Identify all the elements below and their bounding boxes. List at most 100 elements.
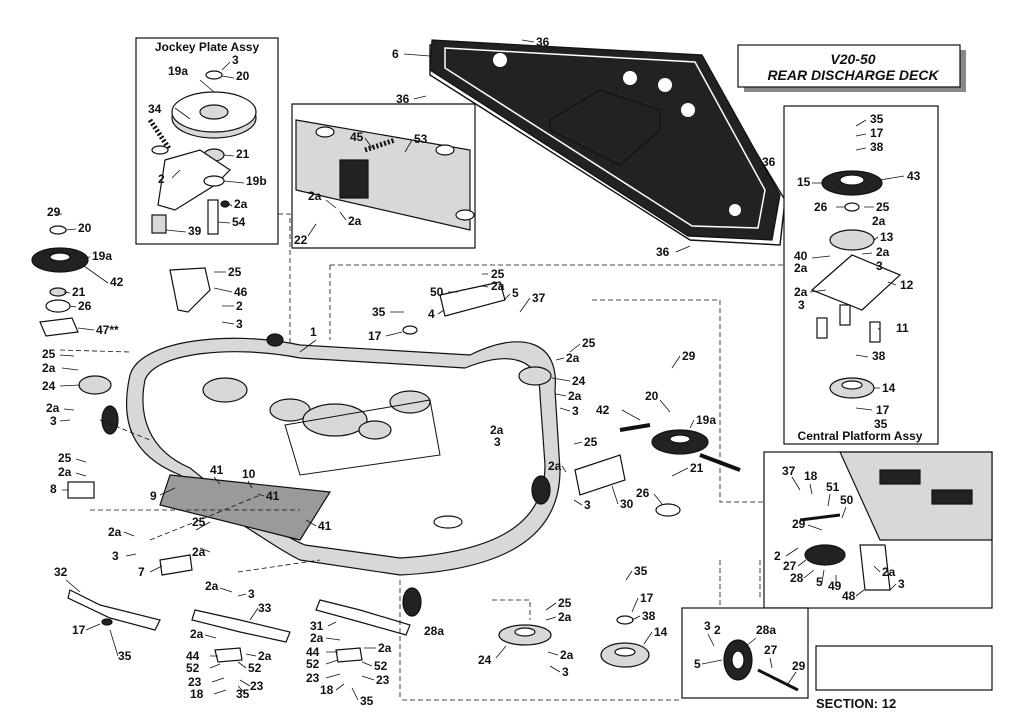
callout-2a: 2a: [190, 627, 204, 641]
callout-33: 33: [258, 601, 272, 615]
title-line1: V20-50: [830, 51, 875, 67]
callout-2a: 2a: [58, 465, 72, 479]
callout-3: 3: [572, 404, 579, 418]
callout-49: 49: [828, 579, 842, 593]
callout-2a: 2a: [548, 459, 562, 473]
callout-2a: 2a: [876, 245, 890, 259]
callout-23: 23: [188, 675, 202, 689]
callout-2a: 2a: [882, 565, 896, 579]
callout-3: 3: [876, 259, 883, 273]
callout-24: 24: [42, 379, 56, 393]
callout-18: 18: [190, 687, 204, 701]
callout-36: 36: [396, 92, 410, 106]
callout-2a: 2a: [310, 631, 324, 645]
callout-2a: 2a: [872, 214, 886, 228]
callout-23: 23: [376, 673, 390, 687]
callout-3: 3: [798, 298, 805, 312]
callout-52: 52: [374, 659, 388, 673]
callout-17: 17: [72, 623, 86, 637]
callout-2a: 2a: [308, 189, 322, 203]
callout-6: 6: [392, 47, 399, 61]
callout-35: 35: [874, 417, 888, 431]
callout-29: 29: [792, 659, 806, 673]
callout-25: 25: [491, 267, 505, 281]
jockey-plate-title: Jockey Plate Assy: [155, 40, 260, 54]
callout-31: 31: [310, 619, 324, 633]
wheel-detail-inset: 3 2 28a 5 27 29: [681, 607, 809, 699]
title-line2: REAR DISCHARGE DECK: [767, 67, 939, 83]
callout-2a: 2a: [558, 610, 572, 624]
callout-44: 44: [186, 649, 200, 663]
callout-1: 1: [310, 325, 317, 339]
callout-47: 47**: [96, 323, 119, 337]
title-box: V20-50 REAR DISCHARGE DECK: [737, 44, 966, 92]
callout-3: 3: [232, 53, 239, 67]
bracket-part: [339, 159, 369, 199]
callout-29: 29: [792, 517, 806, 531]
left-parts: 29 20 19a 42 21 26 47** 25 46 2 3 25 2a …: [31, 205, 248, 499]
callout-2a: 2a: [491, 279, 505, 293]
callout-14: 14: [882, 381, 896, 395]
callout-41: 41: [266, 489, 280, 503]
callout-29: 29: [47, 205, 61, 219]
central-platform-inset: Central Platform Assy 35 17 38 15 43 26 …: [783, 105, 939, 445]
callout-39: 39: [188, 224, 202, 238]
callout-10: 10: [242, 467, 256, 481]
callout-17: 17: [368, 329, 382, 343]
callout-41: 41: [210, 463, 224, 477]
callout-53: 53: [414, 132, 428, 146]
baffle-part: [574, 454, 626, 496]
callout-54: 54: [232, 215, 246, 229]
callout-28a: 28a: [756, 623, 776, 637]
callout-38: 38: [872, 349, 886, 363]
callout-23: 23: [306, 671, 320, 685]
callout-35: 35: [870, 112, 884, 126]
callout-37: 37: [782, 464, 796, 478]
callout-2: 2: [236, 299, 243, 313]
callout-15: 15: [797, 175, 811, 189]
callout-3: 3: [494, 435, 501, 449]
callout-26: 26: [78, 299, 92, 313]
callout-26: 26: [636, 486, 650, 500]
callout-21: 21: [236, 147, 250, 161]
callout-19a: 19a: [696, 413, 716, 427]
callout-45: 45: [350, 130, 364, 144]
callout-23: 23: [250, 679, 264, 693]
callout-2a: 2a: [205, 579, 219, 593]
callout-50: 50: [430, 285, 444, 299]
callout-27: 27: [783, 559, 797, 573]
callout-42: 42: [110, 275, 124, 289]
callout-2a: 2a: [258, 649, 272, 663]
callout-25: 25: [876, 200, 890, 214]
callout-25: 25: [584, 435, 598, 449]
callout-3: 3: [562, 665, 569, 679]
callout-2a: 2a: [794, 285, 808, 299]
callout-19a: 19a: [168, 64, 188, 78]
callout-7: 7: [138, 565, 145, 579]
callout-36: 36: [656, 245, 670, 259]
callout-25: 25: [42, 347, 56, 361]
callout-2a: 2a: [490, 423, 504, 437]
callout-52: 52: [248, 661, 262, 675]
callout-3: 3: [704, 619, 711, 633]
callout-2a: 2a: [794, 261, 808, 275]
callout-35: 35: [360, 694, 374, 708]
callout-30: 30: [620, 497, 634, 511]
idler-arm-part: [439, 281, 506, 317]
callout-2a: 2a: [108, 525, 122, 539]
callout-25: 25: [58, 451, 72, 465]
callout-50: 50: [840, 493, 854, 507]
callout-20: 20: [236, 69, 250, 83]
top-detail-inset: 45 53 2a 2a 22: [291, 103, 476, 249]
platform-plate-part: [810, 254, 902, 311]
callout-27: 27: [764, 643, 778, 657]
callout-44: 44: [306, 645, 320, 659]
callout-35: 35: [372, 305, 386, 319]
mount-bracket-part: [169, 267, 211, 313]
callout-18: 18: [804, 469, 818, 483]
callout-46: 46: [234, 285, 248, 299]
callout-2a: 2a: [560, 648, 574, 662]
blades-and-spindles: 32 17 35 33 2a 44 52 23 18 35 52 23 2a 2…: [54, 515, 668, 708]
callout-21: 21: [690, 461, 704, 475]
